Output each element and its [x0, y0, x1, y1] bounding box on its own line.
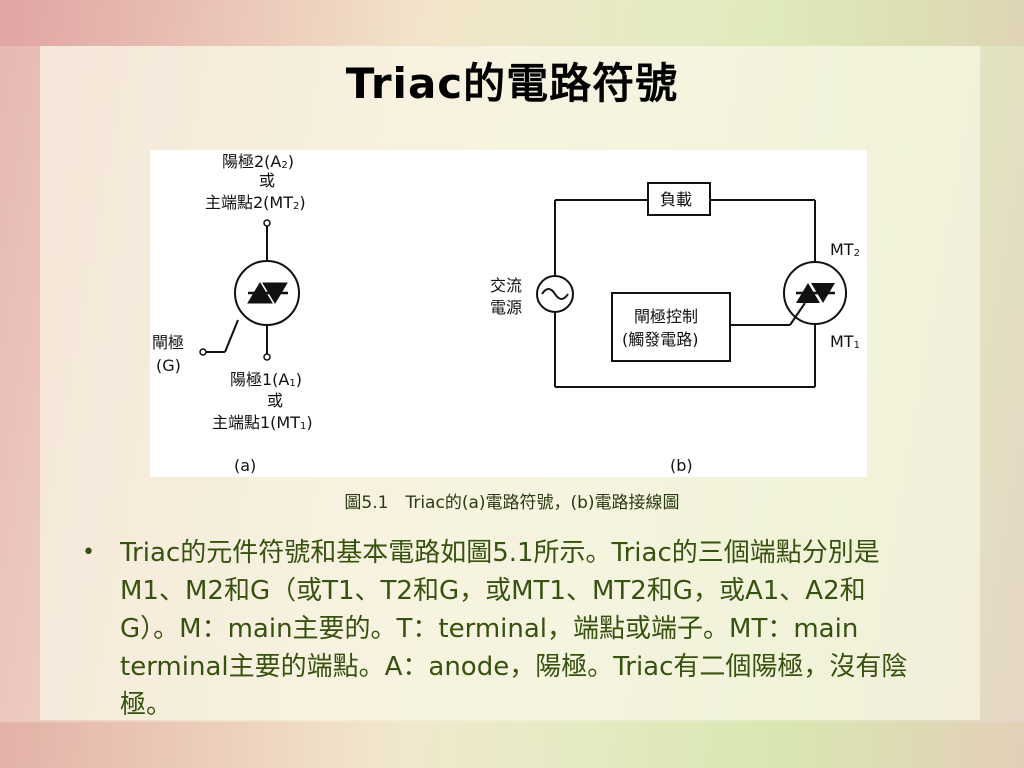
ac-source-label-2: 電源	[490, 298, 522, 317]
bullet-dot-icon: •	[82, 540, 95, 565]
bullet-paragraph: • Triac的元件符號和基本電路如圖5.1所示。Triac的三個端點分別是M1…	[82, 534, 918, 724]
triac-figure: 陽極2(A2) 或 主端點2(MT2) 閘極 (G) 陽極1(A1) 或 主端點…	[150, 150, 867, 477]
mt2-label: MT2	[830, 240, 860, 259]
triac-diagram: 陽極2(A2) 或 主端點2(MT2) 閘極 (G) 陽極1(A1) 或 主端點…	[152, 152, 860, 475]
load-box	[647, 182, 711, 216]
gate-control-label-1: 閘極控制	[634, 307, 698, 326]
a-gate-label-1: 閘極	[152, 333, 184, 352]
a-top-label-3: 主端點2(MT2)	[205, 193, 306, 212]
gate-control-label-2: (觸發電路)	[622, 330, 699, 349]
figure-caption: 圖5.1 Triac的(a)電路符號，(b)電路接線圖	[344, 493, 680, 513]
triac-symbol-a-fill	[199, 219, 288, 361]
a-top-label-or: 或	[259, 171, 275, 190]
a-top-label-1: 陽極2(A2)	[222, 152, 294, 171]
mt1-label: MT1	[830, 332, 860, 351]
b-panel-label: (b)	[670, 456, 693, 475]
bullet-text: Triac的元件符號和基本電路如圖5.1所示。Triac的三個端點分別是M1、M…	[120, 538, 908, 720]
bottom-band	[0, 722, 1024, 768]
load-label: 負載	[660, 190, 692, 209]
circuit-wires-b	[554, 199, 816, 388]
a-gate-label-2: (G)	[156, 356, 181, 375]
triac-symbol-a	[205, 225, 300, 355]
a-bottom-label-3: 主端點1(MT1)	[212, 413, 313, 432]
gate-control-box	[611, 292, 731, 362]
sine-wave-icon	[541, 288, 569, 300]
ac-source-label-1: 交流	[490, 276, 522, 295]
slide-title: Triac的電路符號	[345, 59, 679, 108]
a-bottom-label-1: 陽極1(A1)	[230, 370, 302, 389]
top-band	[0, 0, 1024, 46]
a-bottom-label-or: 或	[267, 391, 283, 410]
a-panel-label: (a)	[234, 456, 256, 475]
triac-symbol-b	[783, 261, 847, 326]
